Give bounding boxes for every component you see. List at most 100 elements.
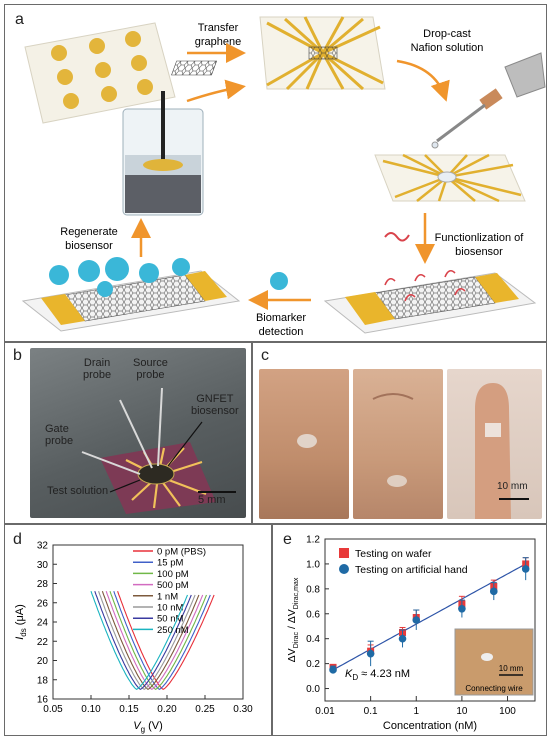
- gnfet-photo-drawing: [81, 387, 236, 514]
- hand-photo-3: [447, 369, 542, 519]
- step-detection-line1: Biomarker: [256, 312, 306, 324]
- panel-e-label: e: [283, 531, 292, 548]
- data-point-hand: [458, 604, 466, 613]
- series-line-d: [90, 591, 189, 691]
- beaker: [122, 91, 204, 216]
- drain-probe-needle: [119, 399, 153, 469]
- y-tick-label-e: 0.8: [306, 584, 320, 595]
- y-axis-label-e: ΔVDirac / ΔVDirac,max: [286, 577, 300, 662]
- y-tick-label-d: 22: [37, 637, 49, 648]
- data-point-hand: [398, 634, 407, 643]
- legend-label-d: 250 nM: [157, 625, 189, 636]
- y-tick-label-e: 0.6: [306, 609, 320, 620]
- y-tick-label-e: 1.0: [306, 559, 320, 570]
- x-tick-label-e: 0.01: [315, 706, 335, 717]
- gnfet-line2: biosensor: [191, 405, 239, 417]
- x-tick-label-d: 0.30: [233, 704, 253, 715]
- hand-photo-1: [259, 369, 349, 519]
- arrow-dropcast: [396, 59, 450, 102]
- panel-c: 10 mm c: [252, 342, 547, 524]
- y-tick-label-d: 16: [37, 695, 49, 706]
- inset-sensor-e: [481, 653, 493, 661]
- data-point-hand: [366, 649, 375, 658]
- step-dropcast-line1: Drop-cast: [423, 28, 471, 40]
- arrow-cycle: [186, 79, 246, 103]
- drain-line1: Drain: [83, 357, 111, 369]
- wafer-chips: [24, 22, 176, 124]
- step-functionalize-line2: biosensor: [455, 246, 503, 258]
- x-tick-label-d: 0.10: [81, 704, 101, 715]
- nafion-chip: [374, 153, 526, 203]
- kd-annotation-e: KD ≈ 4.23 nM: [345, 668, 410, 682]
- source-line2: probe: [136, 369, 165, 381]
- gate-line2: probe: [45, 435, 74, 447]
- legend-label-d: 100 pM: [157, 569, 189, 580]
- source-probe-needle: [157, 387, 163, 467]
- legend-label-d: 500 pM: [157, 580, 189, 591]
- series-line-d: [94, 591, 192, 691]
- gate-probe-label: Gate probe: [45, 423, 73, 447]
- y-tick-label-e: 0.2: [306, 659, 320, 670]
- x-tick-label-d: 0.25: [195, 704, 215, 715]
- aptamer-strand: [384, 232, 410, 242]
- series-line-d: [98, 591, 196, 691]
- step-transfer-line1: Transfer: [198, 22, 239, 34]
- series-line-d: [117, 591, 215, 691]
- legend-label-d: 1 nM: [157, 591, 178, 602]
- biomarker-protein: [270, 272, 288, 290]
- gold-electrode-chip: [259, 16, 386, 91]
- legend-label-d: 50 nM: [157, 614, 183, 625]
- gate-line1: Gate: [45, 423, 69, 435]
- y-tick-label-d: 32: [37, 541, 49, 552]
- y-axis-label-d: Ids (μA): [14, 604, 28, 640]
- step-dropcast-line2: Nafion solution: [411, 42, 484, 54]
- x-axis-label-d: Vg (V): [133, 720, 163, 734]
- step-functionalize-line1: Functionlization of: [435, 232, 525, 244]
- test-pointer: [109, 479, 141, 493]
- x-tick-label-e: 100: [499, 706, 516, 717]
- sensor-patch-1: [297, 434, 317, 448]
- series-line-d: [101, 591, 200, 691]
- data-point-hand: [521, 565, 530, 573]
- legend-marker-e: [339, 548, 349, 558]
- scale-label-b: 5 mm: [198, 494, 226, 506]
- legend-label-d: 10 nM: [157, 603, 183, 614]
- graphene-sheet: [171, 60, 218, 76]
- sensor-patch-3: [485, 423, 501, 437]
- gnfet-photo: [30, 348, 246, 518]
- gnfet-label: GNFET biosensor: [191, 393, 239, 417]
- panel-b: Drain probe Source probe GNFET biosensor…: [4, 342, 252, 524]
- inset-caption-e: Connecting wire: [465, 684, 523, 693]
- source-probe-label: Source probe: [133, 357, 168, 381]
- legend-label-e: Testing on wafer: [355, 548, 432, 560]
- legend-label-d: 15 pM: [157, 558, 183, 569]
- x-tick-label-e: 10: [456, 706, 468, 717]
- panel-a: Transfer graphene Drop-cast Nafion solut…: [4, 4, 547, 342]
- legend-marker-e: [339, 564, 349, 574]
- panel-d-label: d: [13, 531, 22, 548]
- functionalized-device: [323, 269, 537, 334]
- data-point-hand: [412, 616, 421, 624]
- x-tick-label-d: 0.20: [157, 704, 177, 715]
- panel-a-label: a: [15, 11, 24, 28]
- y-tick-label-d: 20: [37, 656, 49, 667]
- thumb: [475, 383, 511, 519]
- y-tick-label-e: 0.0: [306, 684, 320, 695]
- panel-b-label: b: [13, 347, 22, 364]
- detection-device: [21, 257, 241, 332]
- y-tick-label-d: 26: [37, 598, 49, 609]
- gnfet-pointer: [167, 421, 203, 467]
- test-solution-drop: [137, 463, 175, 485]
- hand-photo-3-drawing: [475, 383, 529, 519]
- series-line-d: [113, 591, 211, 691]
- legend-label-e: Testing on artificial hand: [355, 564, 468, 576]
- y-tick-label-d: 24: [37, 618, 49, 629]
- data-point-hand: [329, 666, 337, 674]
- gnfet-line1: GNFET: [196, 393, 234, 405]
- series-line-d: [109, 591, 208, 691]
- drain-line2: probe: [83, 369, 112, 381]
- drain-probe-label: Drain probe: [83, 357, 111, 381]
- x-tick-label-e: 1: [413, 706, 419, 717]
